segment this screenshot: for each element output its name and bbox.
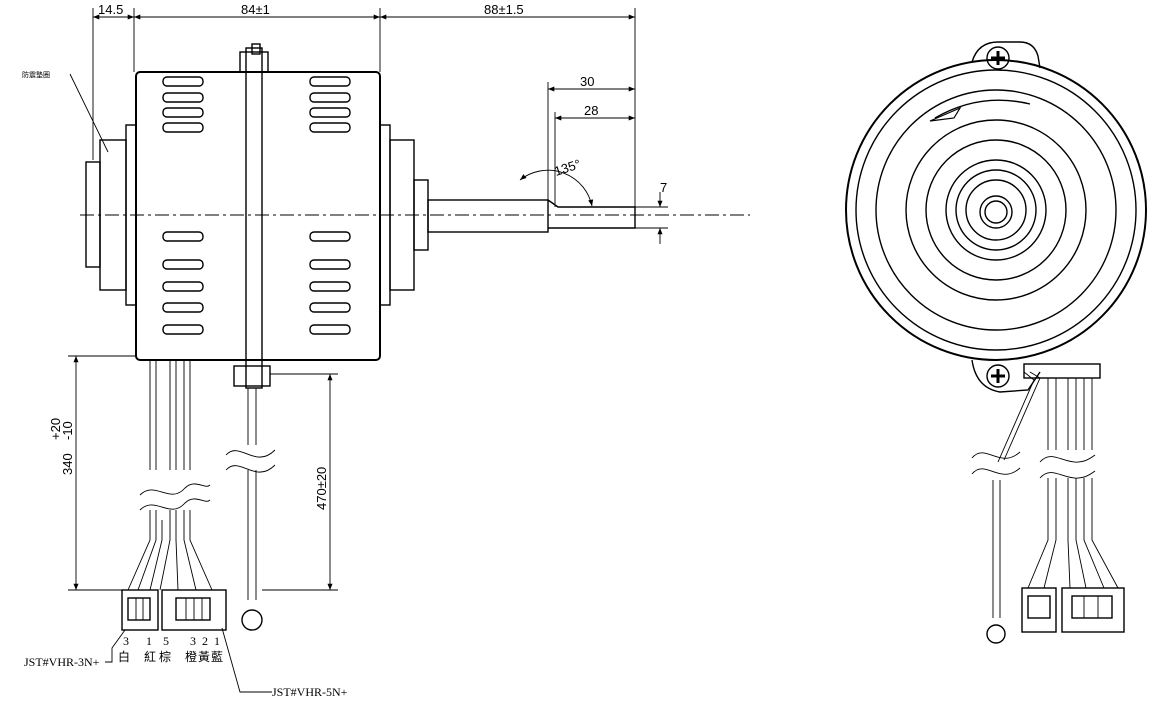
dim-340-group: 340 <box>60 453 75 475</box>
label-connector-5n: JST#VHR-5N+ <box>272 685 348 699</box>
shaft <box>427 199 549 233</box>
pin-2: 2 <box>202 634 208 648</box>
dim-30: 30 <box>580 74 594 89</box>
outer-housing <box>845 59 1147 361</box>
wire-blue: 藍 <box>211 650 223 664</box>
wire-white: 白 <box>118 649 130 664</box>
vent-slots-right-bottom <box>309 231 351 335</box>
dim-340-tol-upper: +20 <box>48 418 63 440</box>
top-screw-icon <box>986 46 1010 70</box>
shaft-hole <box>979 195 1013 229</box>
ground-wire <box>225 388 276 631</box>
dim-84: 84±1 <box>241 2 270 17</box>
ground-ring <box>986 624 1006 644</box>
vent-slots-right-top <box>309 76 351 133</box>
pin-3b: 3 <box>190 634 196 648</box>
wire-brown: 棕 <box>159 649 171 664</box>
wire-orange: 橙 <box>185 649 197 664</box>
connector-3n <box>121 589 159 631</box>
pin-1b: 1 <box>214 634 220 648</box>
lead-wires <box>127 360 213 591</box>
label-connector-3n: JST#VHR-3N+ <box>24 655 100 669</box>
motor-body <box>135 71 381 361</box>
wire-yellow: 黃 <box>198 650 210 664</box>
dim-88: 88±1.5 <box>484 2 524 17</box>
pin-3: 3 <box>123 634 129 648</box>
connector-5n <box>161 589 227 631</box>
dim-14-5: 14.5 <box>98 2 123 17</box>
dim-470: 470±20 <box>314 467 329 510</box>
side-view: 14.5 84±1 88±1.5 30 28 135° 7 340 +20 -1… <box>22 2 750 699</box>
dim-7: 7 <box>660 180 667 195</box>
front-view <box>845 41 1147 644</box>
vent-slots-left-top <box>162 76 204 133</box>
wire-red: 紅 <box>144 650 156 664</box>
dim-340: 340 <box>60 453 75 475</box>
pin-5: 5 <box>163 634 169 648</box>
front-connector-3n <box>1021 587 1057 633</box>
front-connector-5n <box>1061 587 1125 633</box>
vent-slots-left-bottom <box>162 231 204 335</box>
top-ear <box>971 41 1041 69</box>
bottom-ear <box>971 359 1041 393</box>
dim-135: 135° <box>552 156 582 179</box>
mounting-strap <box>245 47 263 389</box>
bottom-screw-icon <box>986 364 1010 388</box>
label-vibration-pad: 防震墊圈 <box>22 70 50 79</box>
back-cap <box>85 161 101 268</box>
dim-340-tol-lower: -10 <box>60 421 75 440</box>
rotation-arrow <box>934 99 1031 119</box>
front-lead-wires <box>1027 378 1119 589</box>
pin-1: 1 <box>146 634 152 648</box>
dim-28: 28 <box>584 103 598 118</box>
